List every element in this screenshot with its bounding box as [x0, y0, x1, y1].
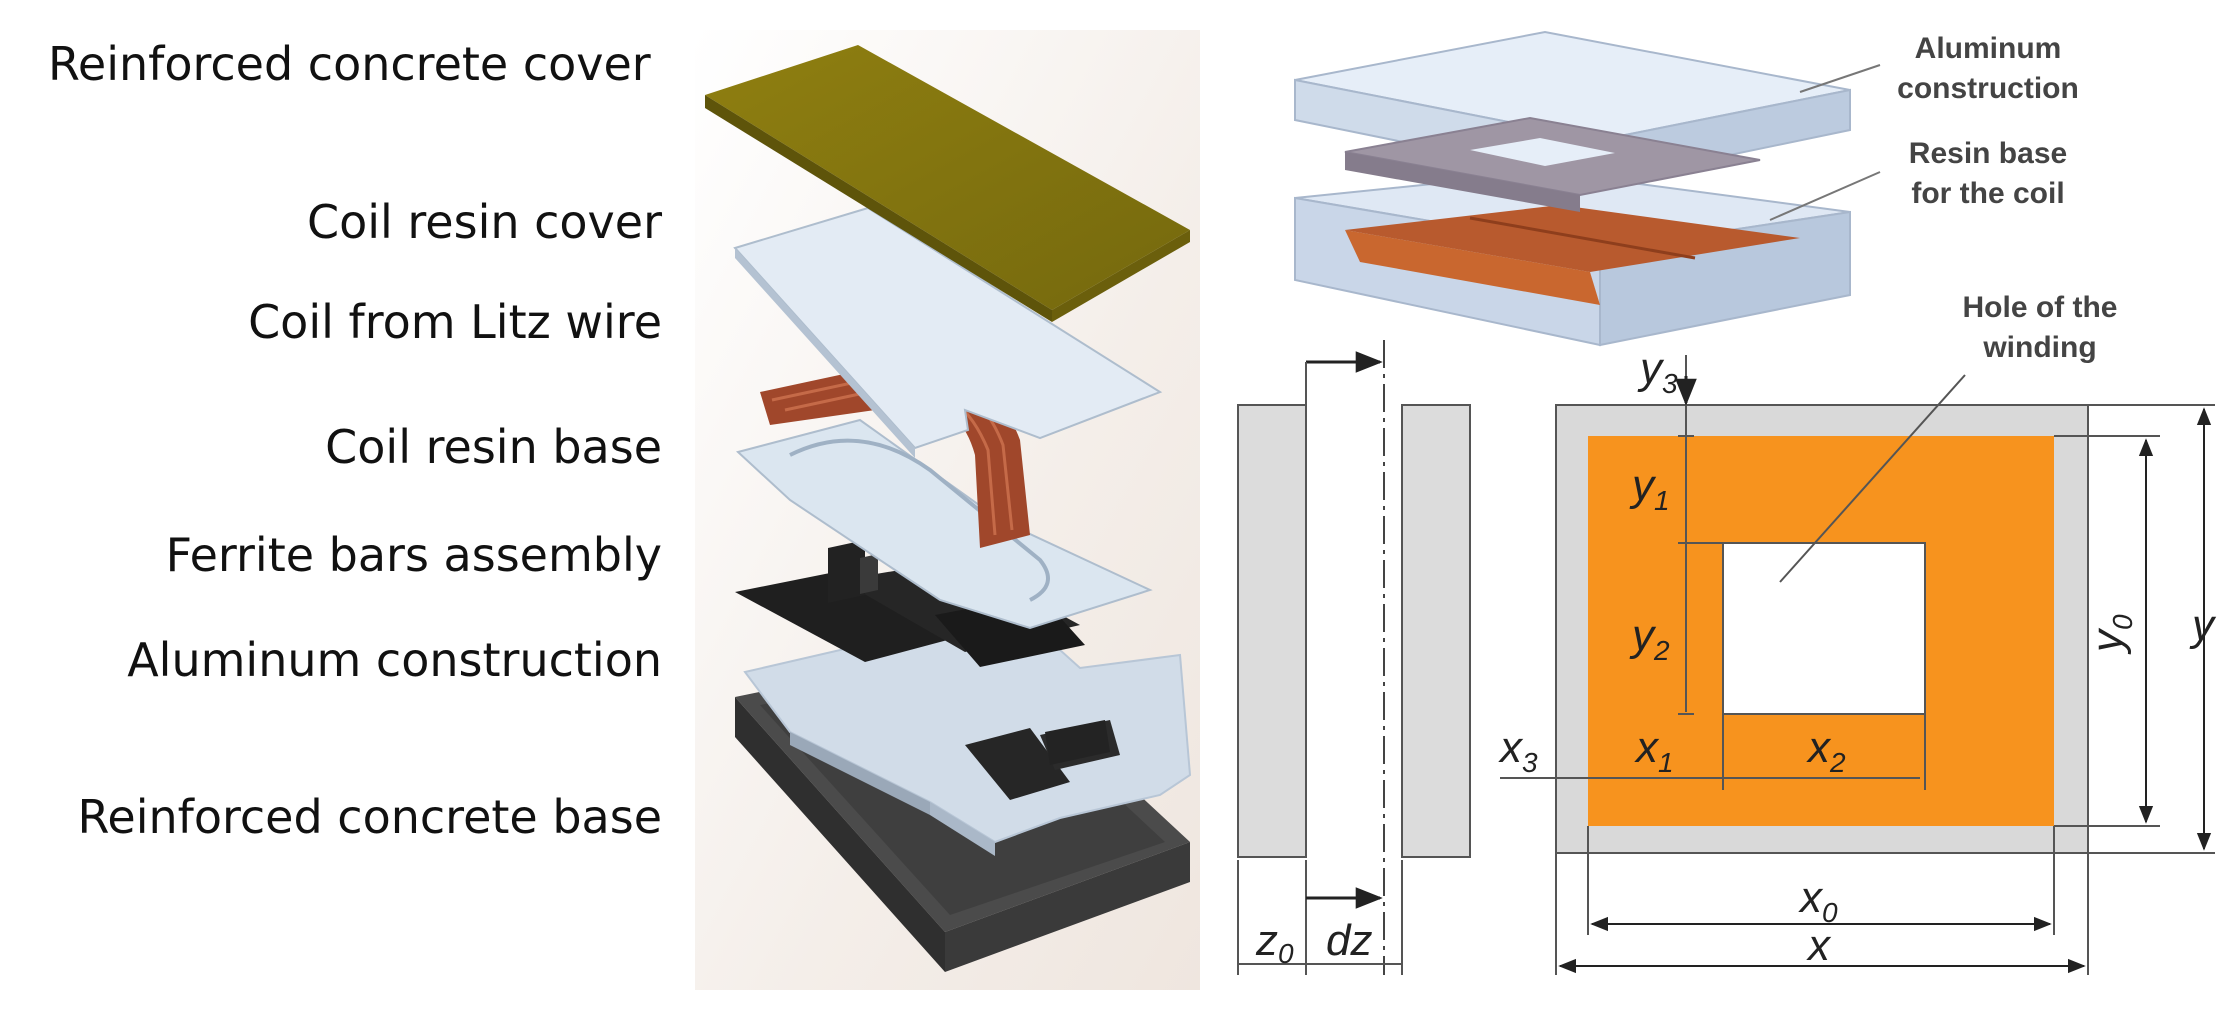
concrete-cover-layer — [705, 45, 1190, 322]
dim-x3: x3 — [1498, 723, 1538, 778]
dim-dz: dz — [1326, 916, 1372, 965]
coil-resin-cover-layer — [733, 206, 1163, 458]
label-resin-base-3d-line2: for the coil — [1911, 177, 2064, 210]
dim-z0: z0 — [1255, 916, 1294, 969]
dim-x0: x0 — [1798, 873, 1838, 928]
label-coil-resin-cover: Coil resin cover — [307, 195, 662, 249]
dim-y2: y2 — [1629, 611, 1670, 666]
label-hole-of-winding-line2: winding — [1982, 331, 2096, 364]
winding-hole — [1722, 542, 1926, 715]
label-aluminum-construction: Aluminum construction — [127, 633, 662, 687]
label-coil-resin-base: Coil resin base — [325, 420, 662, 474]
label-reinforced-concrete-cover: Reinforced concrete cover — [48, 37, 651, 91]
dim-x2: x2 — [1806, 723, 1846, 778]
dim-x: x — [1806, 921, 1832, 970]
layer-labels: Reinforced concrete cover Coil resin cov… — [48, 37, 662, 844]
side-plate-left — [1237, 404, 1307, 858]
dim-y1: y1 — [1629, 461, 1670, 516]
label-ferrite-bars: Ferrite bars assembly — [166, 528, 662, 582]
coil-resin-base-layer — [735, 418, 1153, 630]
coil-3d-model: Aluminum construction Resin base for the… — [1294, 30, 2079, 347]
label-reinforced-concrete-base: Reinforced concrete base — [78, 790, 662, 844]
label-resin-base-3d: Resin base — [1909, 137, 2067, 170]
dim-y0: y0 — [2083, 614, 2138, 655]
label-hole-of-winding: Hole of the — [1963, 291, 2118, 324]
dim-y3: y3 — [1637, 344, 1678, 399]
front-view: Hole of the winding y3 y1 y2 x3 x1 x2 y0… — [1498, 291, 2217, 975]
side-plate-right — [1401, 404, 1471, 858]
exploded-view — [695, 30, 1200, 990]
dim-y: y — [2189, 601, 2217, 650]
label-aluminum-construction-3d-line2: construction — [1897, 72, 2079, 105]
label-aluminum-construction-3d: Aluminum — [1915, 32, 2062, 65]
label-coil-litz-wire: Coil from Litz wire — [248, 295, 662, 349]
dim-x1: x1 — [1634, 723, 1674, 778]
side-view: z0 dz — [1237, 340, 1471, 975]
